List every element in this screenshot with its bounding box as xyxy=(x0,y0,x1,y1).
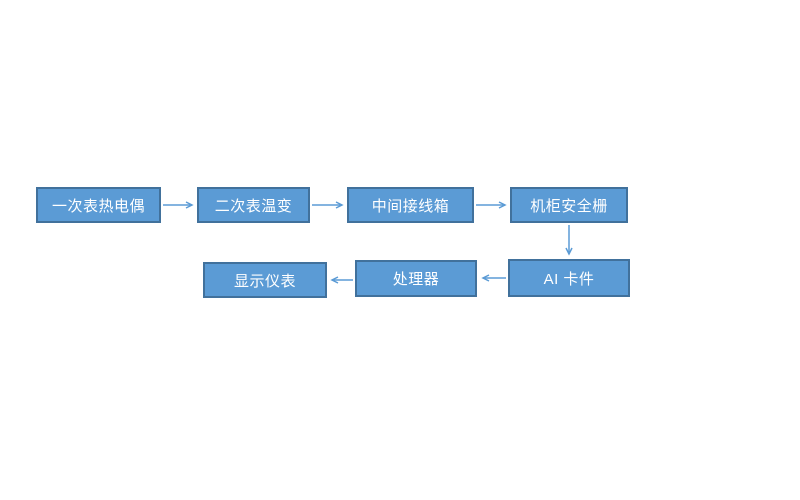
node-cabinet-safety-barrier-label: 机柜安全栅 xyxy=(530,197,608,215)
node-display-instrument-label: 显示仪表 xyxy=(233,272,296,290)
node-processor: 处理器 xyxy=(355,260,477,297)
node-intermediate-junction-box: 中间接线箱 xyxy=(347,187,474,223)
node-display-instrument: 显示仪表 xyxy=(203,262,327,298)
node-cabinet-safety-barrier: 机柜安全栅 xyxy=(510,187,628,223)
node-intermediate-junction-box-label: 中间接线箱 xyxy=(371,197,450,215)
node-secondary-temp-transmitter-label: 二次表温变 xyxy=(214,197,293,215)
node-ai-card: AI 卡件 xyxy=(508,259,630,297)
node-primary-thermocouple: 一次表热电偶 xyxy=(36,187,161,223)
node-processor-label: 处理器 xyxy=(392,271,440,288)
node-primary-thermocouple-label: 一次表热电偶 xyxy=(51,197,145,215)
node-ai-card-label: AI 卡件 xyxy=(543,270,595,288)
node-secondary-temp-transmitter: 二次表温变 xyxy=(197,187,310,223)
